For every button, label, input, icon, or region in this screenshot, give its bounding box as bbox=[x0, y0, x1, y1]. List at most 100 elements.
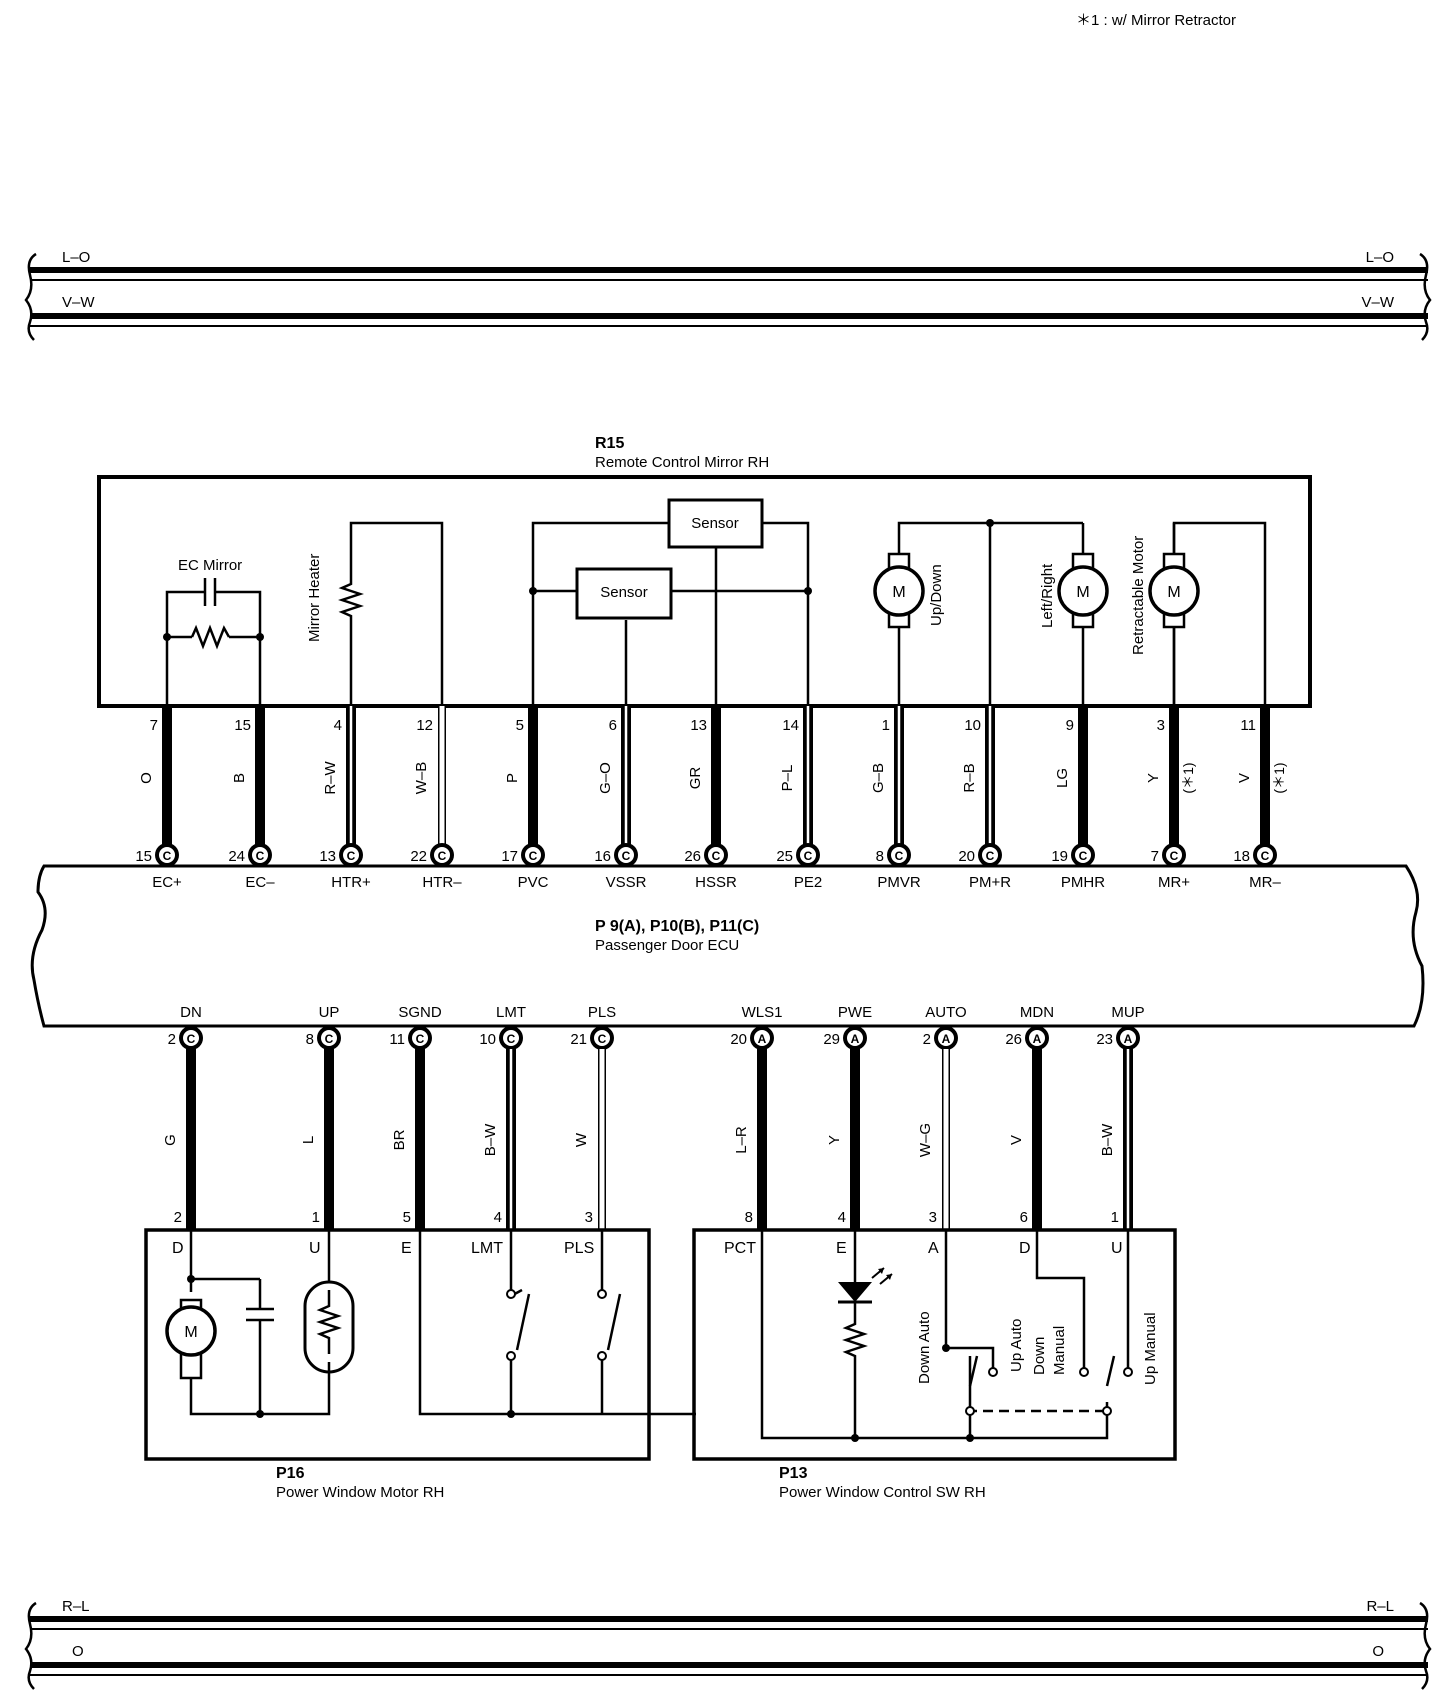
ecu-signal: EC+ bbox=[152, 874, 182, 891]
svg-text:C: C bbox=[1170, 849, 1179, 863]
ecu-connector: C bbox=[887, 843, 911, 867]
svg-text:C: C bbox=[507, 1032, 516, 1046]
ecu-connector: A bbox=[934, 1026, 958, 1050]
svg-text:A: A bbox=[758, 1032, 767, 1046]
mirror-wire-color: W–B bbox=[413, 762, 430, 795]
ecu-connector: C bbox=[978, 843, 1002, 867]
ecu-pin: 23 bbox=[1096, 1031, 1113, 1048]
wm-term-pls: PLS bbox=[564, 1240, 594, 1257]
led-icon bbox=[838, 1282, 872, 1302]
svg-text:M: M bbox=[1167, 584, 1180, 601]
svg-text:C: C bbox=[986, 849, 995, 863]
motor-retractable-icon: M bbox=[1148, 552, 1200, 629]
svg-text:M: M bbox=[892, 584, 905, 601]
up-down-label: Up/Down bbox=[928, 564, 945, 626]
ecu-signal: AUTO bbox=[925, 1004, 966, 1021]
ecu-signal: MR+ bbox=[1158, 874, 1190, 891]
ecu-pin: 25 bbox=[776, 848, 793, 865]
mirror-wire-note: (＊1) bbox=[1180, 762, 1196, 793]
ecu-pin: 26 bbox=[1005, 1031, 1022, 1048]
ecu-connector: C bbox=[796, 843, 820, 867]
ecu-pin: 29 bbox=[823, 1031, 840, 1048]
ecu-connector: C bbox=[339, 843, 363, 867]
up-manual-label: Up Manual bbox=[1142, 1312, 1159, 1385]
mirror-pin: 14 bbox=[782, 717, 799, 734]
mirror-wire-color: P–L bbox=[779, 765, 796, 792]
sw-term-d: D bbox=[1019, 1240, 1031, 1257]
ecu-body bbox=[30, 864, 1425, 1028]
bus-bottom-right-2: O bbox=[1372, 1643, 1384, 1660]
wm-term-e: E bbox=[401, 1240, 412, 1257]
down-manual-label-2: Manual bbox=[1051, 1326, 1068, 1375]
ecu-connector: C bbox=[430, 843, 454, 867]
lower-wire-color: Y bbox=[826, 1135, 843, 1145]
component-pin: 4 bbox=[838, 1209, 846, 1226]
sensor-upper-label: Sensor bbox=[691, 515, 739, 532]
ecu-signal: UP bbox=[319, 1004, 340, 1021]
sensor-lower-box bbox=[575, 567, 673, 620]
ecu-pin: 7 bbox=[1151, 848, 1159, 865]
sensor-upper-box bbox=[667, 498, 764, 549]
mirror-pin: 5 bbox=[516, 717, 524, 734]
component-pin: 4 bbox=[494, 1209, 502, 1226]
mirror-wire-color: GR bbox=[687, 767, 704, 790]
retractable-motor-label: Retractable Motor bbox=[1130, 536, 1147, 655]
mirror-heater-circuit bbox=[338, 521, 444, 706]
ecu-signal: PWE bbox=[838, 1004, 872, 1021]
ecu-connector: C bbox=[408, 1026, 432, 1050]
svg-text:C: C bbox=[529, 849, 538, 863]
mirror-wire-color: LG bbox=[1054, 768, 1071, 788]
ecu-pin: 22 bbox=[410, 848, 427, 865]
ecu-signal: EC– bbox=[245, 874, 275, 891]
svg-text:C: C bbox=[438, 849, 447, 863]
component-pin: 6 bbox=[1020, 1209, 1028, 1226]
window-switch-box bbox=[692, 1228, 1177, 1461]
mirror-harness: 7OC15EC+15BC24EC–4R–WC13HTR+12W–BC22HTR–… bbox=[135, 706, 1287, 891]
ecu-connector: C bbox=[248, 843, 272, 867]
motor-up-down-icon: M bbox=[873, 552, 925, 629]
wm-term-u: U bbox=[309, 1240, 321, 1257]
mirror-wire-note: (＊1) bbox=[1271, 762, 1287, 793]
window-motor-icon: M bbox=[165, 1298, 217, 1380]
svg-text:C: C bbox=[1079, 849, 1088, 863]
svg-text:C: C bbox=[1261, 849, 1270, 863]
mirror-pin: 7 bbox=[150, 717, 158, 734]
mirror-wire-color: Y bbox=[1145, 773, 1162, 783]
component-pin: 3 bbox=[585, 1209, 593, 1226]
lower-wire-color: V bbox=[1008, 1135, 1025, 1145]
component-pin: 2 bbox=[174, 1209, 182, 1226]
component-pin: 8 bbox=[745, 1209, 753, 1226]
mirror-wire-color: R–W bbox=[322, 760, 339, 794]
svg-text:C: C bbox=[347, 849, 356, 863]
ecu-signal: PMHR bbox=[1061, 874, 1105, 891]
bus-top-right-2: V–W bbox=[1361, 294, 1394, 311]
component-pin: 5 bbox=[403, 1209, 411, 1226]
ecu-signal: LMT bbox=[496, 1004, 526, 1021]
bus-bottom-right-1: R–L bbox=[1366, 1598, 1394, 1615]
svg-text:A: A bbox=[851, 1032, 860, 1046]
ecu-pin: 15 bbox=[135, 848, 152, 865]
mirror-pin: 9 bbox=[1066, 717, 1074, 734]
bus-top-left-2: V–W bbox=[62, 294, 95, 311]
ecu-pin: 18 bbox=[1233, 848, 1250, 865]
ecu-signal: SGND bbox=[398, 1004, 442, 1021]
mirror-pin: 12 bbox=[416, 717, 433, 734]
ecu-connector: C bbox=[521, 843, 545, 867]
ecu-connector: C bbox=[704, 843, 728, 867]
footnote: ＊1 : w/ Mirror Retractor bbox=[1076, 12, 1236, 29]
svg-text:C: C bbox=[256, 849, 265, 863]
ecu-signal: VSSR bbox=[606, 874, 647, 891]
mirror-wire-color: P bbox=[504, 773, 521, 783]
ecu-connector: C bbox=[1162, 843, 1186, 867]
window-switch-name: Power Window Control SW RH bbox=[779, 1484, 986, 1501]
svg-text:C: C bbox=[187, 1032, 196, 1046]
ecu-pin: 16 bbox=[594, 848, 611, 865]
mirror-pin: 1 bbox=[882, 717, 890, 734]
lower-wire-color: L–R bbox=[733, 1126, 750, 1154]
ecu-signal: MR– bbox=[1249, 874, 1281, 891]
window-motor-box bbox=[144, 1228, 651, 1461]
mirror-pin: 6 bbox=[609, 717, 617, 734]
window-switch-code: P13 bbox=[779, 1465, 808, 1482]
mirror-wire-color: B bbox=[231, 773, 248, 783]
